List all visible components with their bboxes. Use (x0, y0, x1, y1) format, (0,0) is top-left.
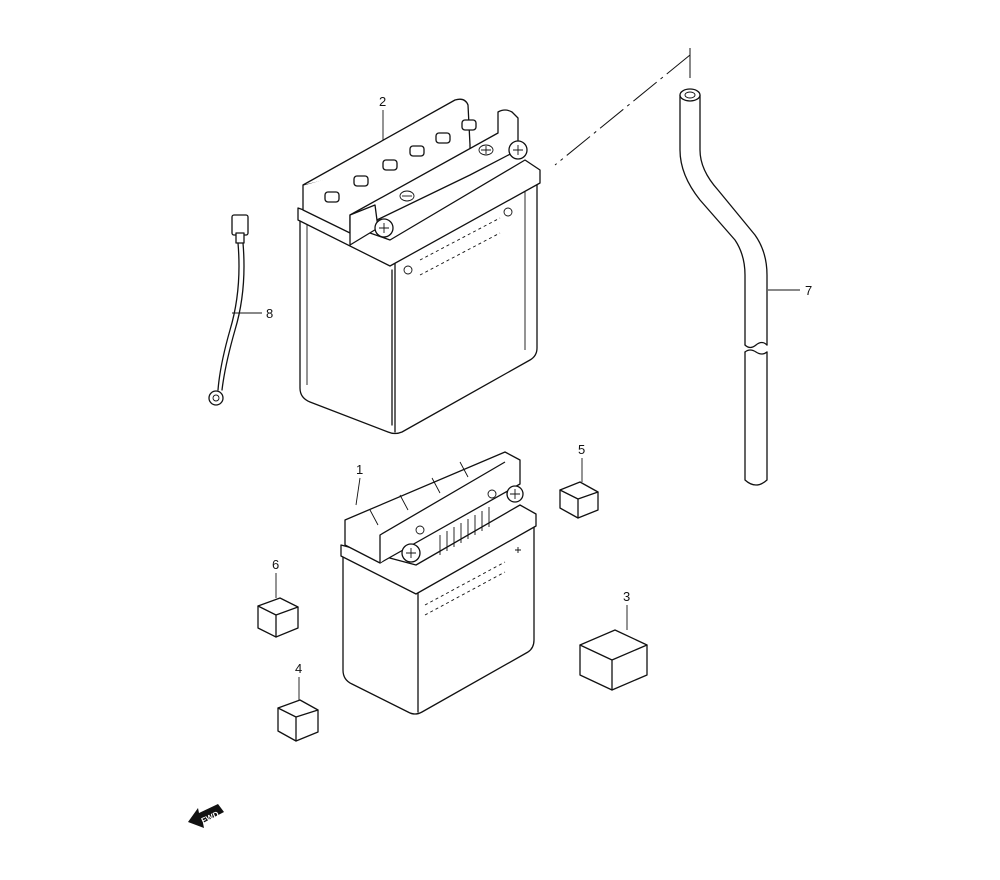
callout-8: 8 (266, 306, 273, 321)
callout-1: 1 (356, 462, 363, 477)
cooling-fins (439, 507, 490, 555)
callout-7: 7 (805, 283, 812, 298)
breather-tube-part-7[interactable] (679, 88, 768, 486)
callout-3: 3 (623, 589, 630, 604)
callout-2: 2 (379, 94, 386, 109)
leader-lines (232, 110, 800, 700)
battery-part-2[interactable] (297, 98, 541, 435)
callout-4: 4 (295, 661, 302, 676)
pad-part-5[interactable] (559, 481, 599, 519)
battery-part-1[interactable] (340, 451, 537, 715)
callout-5: 5 (578, 442, 585, 457)
callout-6: 6 (272, 557, 279, 572)
pad-part-6[interactable] (257, 597, 299, 638)
pad-part-3[interactable] (579, 629, 648, 691)
vent-caps (324, 119, 477, 203)
pad-part-4[interactable] (277, 699, 319, 742)
lead-wire-part-8[interactable] (208, 214, 249, 406)
routing-line (554, 48, 691, 166)
fwd-arrow-icon: FWD (188, 804, 224, 828)
